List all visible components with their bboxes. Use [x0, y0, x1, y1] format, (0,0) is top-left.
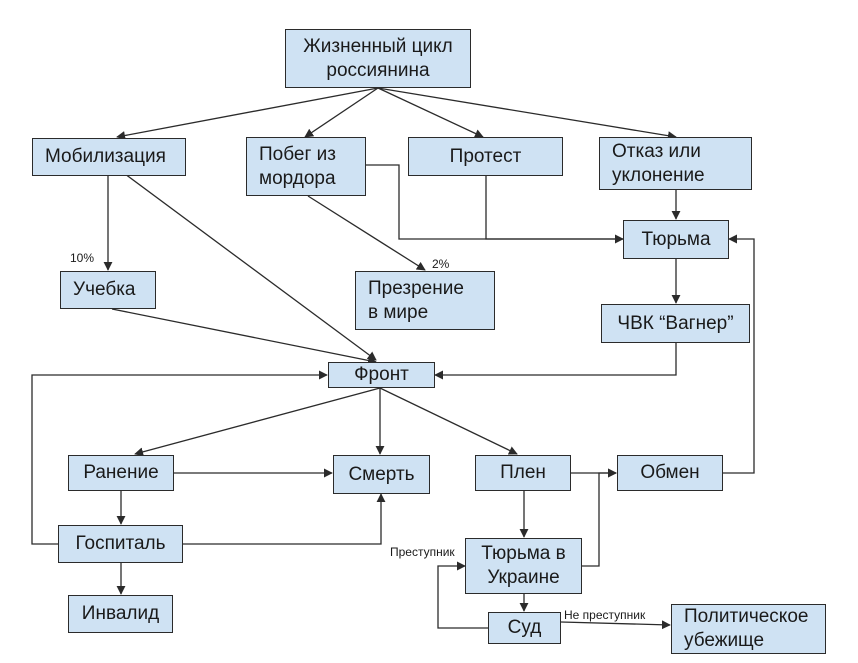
edge-life-to-refusal	[377, 87, 677, 141]
node-exchange: Обмен	[617, 455, 723, 491]
node-escape: Побег из мордора	[246, 137, 366, 196]
node-protest-label: Протест	[449, 145, 522, 167]
node-front: Фронт	[328, 362, 435, 388]
edge-life-to-escape	[304, 87, 379, 138]
edge-mobilization-to-front	[124, 173, 377, 361]
node-mobilization-label: Мобилизация	[45, 146, 166, 167]
node-exchange-label: Обмен	[640, 462, 700, 483]
node-training: Учебка	[60, 271, 156, 309]
node-hospital-label: Госпиталь	[75, 533, 166, 554]
edge-escape-to-prison	[366, 164, 624, 244]
node-court: Суд	[488, 612, 561, 644]
node-disabled: Инвалид	[68, 595, 173, 633]
node-refusal: Отказ или уклонение	[599, 137, 752, 190]
node-front-label: Фронт	[354, 364, 409, 385]
node-captivity-label: Плен	[500, 462, 546, 483]
node-life-cycle: Жизненный цикл россиянина	[285, 29, 471, 88]
edge-protest-to-prison	[485, 176, 623, 240]
node-court-label: Суд	[507, 617, 542, 638]
node-training-label: Учебка	[73, 279, 136, 300]
node-contempt-label: Презрение в мире	[368, 277, 464, 323]
node-asylum: Политическое убежище	[671, 604, 826, 654]
edge-hospital-to-front	[31, 370, 328, 545]
edge-training-to-front	[111, 308, 377, 365]
node-asylum-label: Политическое убежище	[684, 606, 809, 651]
node-hospital: Госпиталь	[58, 525, 183, 563]
edge-court-to-ukraine-prison	[437, 561, 488, 629]
node-prison-label: Тюрьма	[641, 228, 711, 250]
node-ukraine-prison-label: Тюрьма в Украине	[481, 543, 566, 588]
edge-ukraine-prison-to-exchange	[582, 468, 617, 567]
node-death-label: Смерть	[348, 463, 415, 485]
node-contempt: Презрение в мире	[355, 271, 495, 330]
edge-label-training-pct: 10%	[70, 251, 95, 265]
node-life-cycle-label: Жизненный цикл россиянина	[303, 35, 453, 81]
node-wound-label: Ранение	[83, 462, 159, 483]
edge-escape-to-contempt	[307, 195, 426, 271]
node-wound: Ранение	[68, 455, 174, 491]
edge-life-to-protest	[377, 87, 484, 138]
edge-label-criminal: Преступник	[390, 545, 455, 559]
edge-exchange-to-prison	[723, 234, 755, 474]
edge-hospital-to-death	[183, 493, 386, 545]
edge-front-to-wound	[134, 387, 381, 457]
node-wagner-label: ЧВК “Вагнер”	[617, 312, 734, 334]
edge-label-not-criminal: Не преступник	[564, 608, 646, 622]
node-death: Смерть	[333, 455, 430, 494]
node-escape-label: Побег из мордора	[259, 143, 336, 189]
edge-wagner-to-front	[434, 343, 677, 380]
edge-court-to-asylum	[560, 620, 671, 630]
edge-label-contempt-pct: 2%	[432, 257, 450, 271]
node-wagner: ЧВК “Вагнер”	[601, 304, 750, 343]
node-captivity: Плен	[475, 455, 571, 491]
edge-life-to-mobilization	[116, 87, 379, 140]
node-mobilization: Мобилизация	[32, 138, 186, 176]
node-prison: Тюрьма	[623, 220, 729, 259]
node-protest: Протест	[408, 137, 563, 176]
node-ukraine-prison: Тюрьма в Украине	[465, 538, 582, 594]
node-disabled-label: Инвалид	[81, 603, 160, 624]
node-refusal-label: Отказ или уклонение	[612, 140, 705, 186]
edge-front-to-captivity	[379, 387, 518, 455]
